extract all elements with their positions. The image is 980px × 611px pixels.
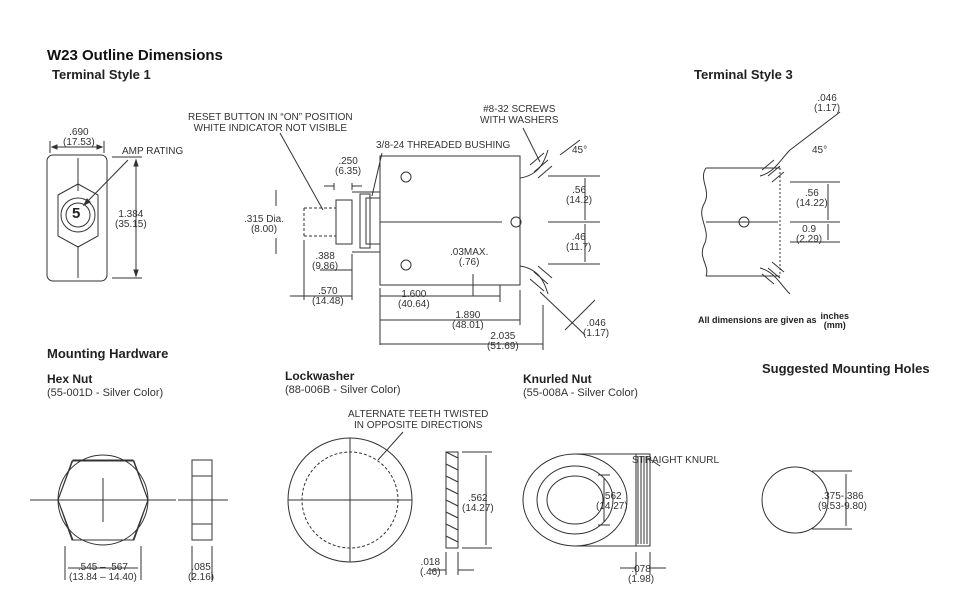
- dim-angle-style3: 45°: [812, 145, 828, 156]
- dim-46: .46(11.7): [566, 232, 592, 253]
- hex-nut-part: (55-001D - Silver Color): [47, 387, 164, 399]
- straight-knurl-label: STRAIGHT KNURL: [632, 455, 720, 466]
- hex-nut-name: Hex Nut: [47, 372, 93, 386]
- dim-56-style1: .56(14.2): [566, 185, 593, 206]
- dim-1890: 1.890(48.01): [452, 310, 484, 331]
- dim-046-style3: .046(1.17): [814, 93, 841, 114]
- dim-56-style3: .56(14.22): [796, 188, 828, 209]
- lockwasher-part: (88-006B - Silver Color): [285, 384, 401, 396]
- terminal-style-3-heading: Terminal Style 3: [694, 67, 793, 82]
- dim-hex-across: .545 – .567(13.84 – 14.40): [69, 562, 137, 583]
- dim-angle-style1: 45°: [572, 145, 588, 156]
- terminal-style-1-heading: Terminal Style 1: [52, 67, 151, 82]
- dim-width: .690(17.53): [63, 127, 95, 148]
- dim-knurled-thick: .078(1.98): [628, 564, 655, 585]
- knurled-nut-part: (55-008A - Silver Color): [523, 387, 638, 399]
- breaker-front-view: [47, 141, 142, 281]
- dim-hole-dia: .375-.386(9.53-9.80): [818, 491, 867, 512]
- amp-value: 5: [72, 205, 81, 222]
- dim-hex-thick: .085(2.16): [188, 562, 215, 583]
- dim-lockwasher-dia: .562(14.27): [462, 493, 494, 514]
- hex-nut-view: [30, 455, 228, 580]
- lockwasher-view: [288, 432, 492, 575]
- dim-button-dia: .315 Dia.(8.00): [244, 214, 285, 235]
- dim-height: 1.384(35.15): [115, 209, 147, 230]
- knurled-nut-view: [523, 454, 666, 575]
- dim-250: .250(6.35): [335, 156, 362, 177]
- dim-09: 0.9(2.29): [796, 224, 823, 245]
- dim-388: .388(9.86): [312, 251, 339, 272]
- knurled-nut-name: Knurled Nut: [523, 372, 592, 386]
- dim-1600: 1.600(40.64): [398, 289, 430, 310]
- dim-lockwasher-thick: .018(.46): [420, 557, 441, 578]
- breaker-side-view: [276, 128, 600, 350]
- mounting-hardware-heading: Mounting Hardware: [47, 346, 169, 361]
- page-title: W23 Outline Dimensions: [47, 47, 223, 64]
- dim-2035: 2.035(51.69): [487, 331, 519, 352]
- dim-570: .570(14.48): [312, 286, 344, 307]
- suggested-holes-heading: Suggested Mounting Holes: [762, 361, 930, 376]
- dim-046-style1: .046(1.17): [583, 318, 610, 339]
- dim-knurled-dia: .562(14.27): [596, 491, 628, 512]
- lockwasher-name: Lockwasher: [285, 369, 355, 383]
- threaded-bushing-label: 3/8-24 THREADED BUSHING: [376, 140, 511, 151]
- units-note: All dimensions are given as inches(mm): [698, 311, 850, 330]
- amp-rating-label: AMP RATING: [122, 146, 184, 157]
- dim-03-max: .03MAX.(.76): [450, 247, 489, 268]
- terminal-style-3-view: [702, 112, 840, 294]
- mounting-hole-view: [762, 467, 852, 533]
